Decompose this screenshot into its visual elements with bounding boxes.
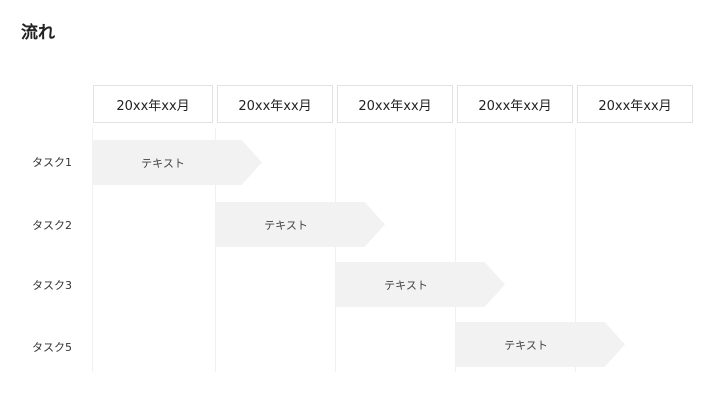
grid-line: [215, 128, 216, 372]
page-title: 流れ: [21, 23, 55, 43]
grid-line: [575, 128, 576, 372]
task-bar: テキスト: [335, 262, 505, 307]
grid-line: [455, 128, 456, 372]
task-bar: テキスト: [215, 202, 385, 247]
grid-line: [335, 128, 336, 372]
task-bar-text: テキスト: [504, 338, 548, 352]
column-header: 20xx年xx月: [217, 85, 333, 123]
column-header: 20xx年xx月: [337, 85, 453, 123]
task-label: タスク3: [32, 279, 72, 292]
task-bar: テキスト: [455, 322, 625, 367]
task-bar-text: テキスト: [384, 278, 428, 292]
column-header: 20xx年xx月: [457, 85, 573, 123]
task-label: タスク1: [32, 156, 72, 169]
task-bar: テキスト: [92, 140, 262, 185]
column-header: 20xx年xx月: [577, 85, 693, 123]
task-bar-text: テキスト: [141, 156, 185, 170]
task-bar-text: テキスト: [264, 218, 308, 232]
grid-line: [92, 128, 93, 372]
task-label: タスク2: [32, 219, 72, 232]
column-header: 20xx年xx月: [93, 85, 213, 123]
task-label: タスク5: [32, 341, 72, 354]
